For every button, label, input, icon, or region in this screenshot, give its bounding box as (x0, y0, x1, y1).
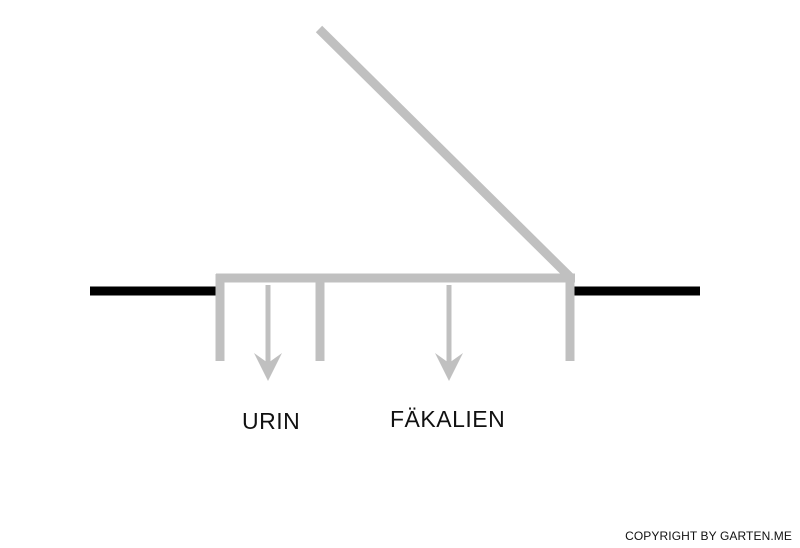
urin-arrow (254, 285, 282, 381)
copyright-notice: COPYRIGHT BY GARTEN.ME (625, 529, 792, 543)
urin-label: URIN (242, 408, 301, 434)
faekalien-arrow (435, 285, 463, 381)
faekalien-label: FÄKALIEN (390, 406, 506, 432)
lid-diagonal (315, 25, 575, 282)
